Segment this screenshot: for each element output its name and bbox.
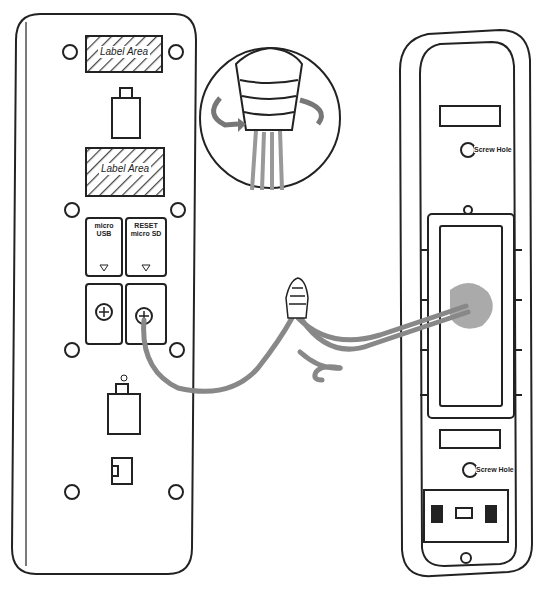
- screw-hole-label: Screw Hole: [476, 466, 514, 473]
- label-area-box: Label Area: [90, 163, 160, 175]
- mounting-bracket: [400, 30, 532, 576]
- node-text: Label Area: [98, 46, 150, 58]
- screw-hole-label: Screw Hole: [474, 146, 512, 153]
- node-text: Label Area: [99, 163, 151, 175]
- port-box: micro USB: [88, 222, 120, 238]
- magnifier: [200, 48, 340, 190]
- node-text: micro USB: [88, 222, 120, 238]
- wires: [144, 306, 468, 391]
- doorbell-back: [12, 14, 196, 574]
- port-box: RESET micro SD: [128, 222, 164, 238]
- wire-nut: [286, 278, 308, 318]
- node-text: RESET micro SD: [128, 222, 164, 238]
- label-area-box: Label Area: [90, 46, 158, 58]
